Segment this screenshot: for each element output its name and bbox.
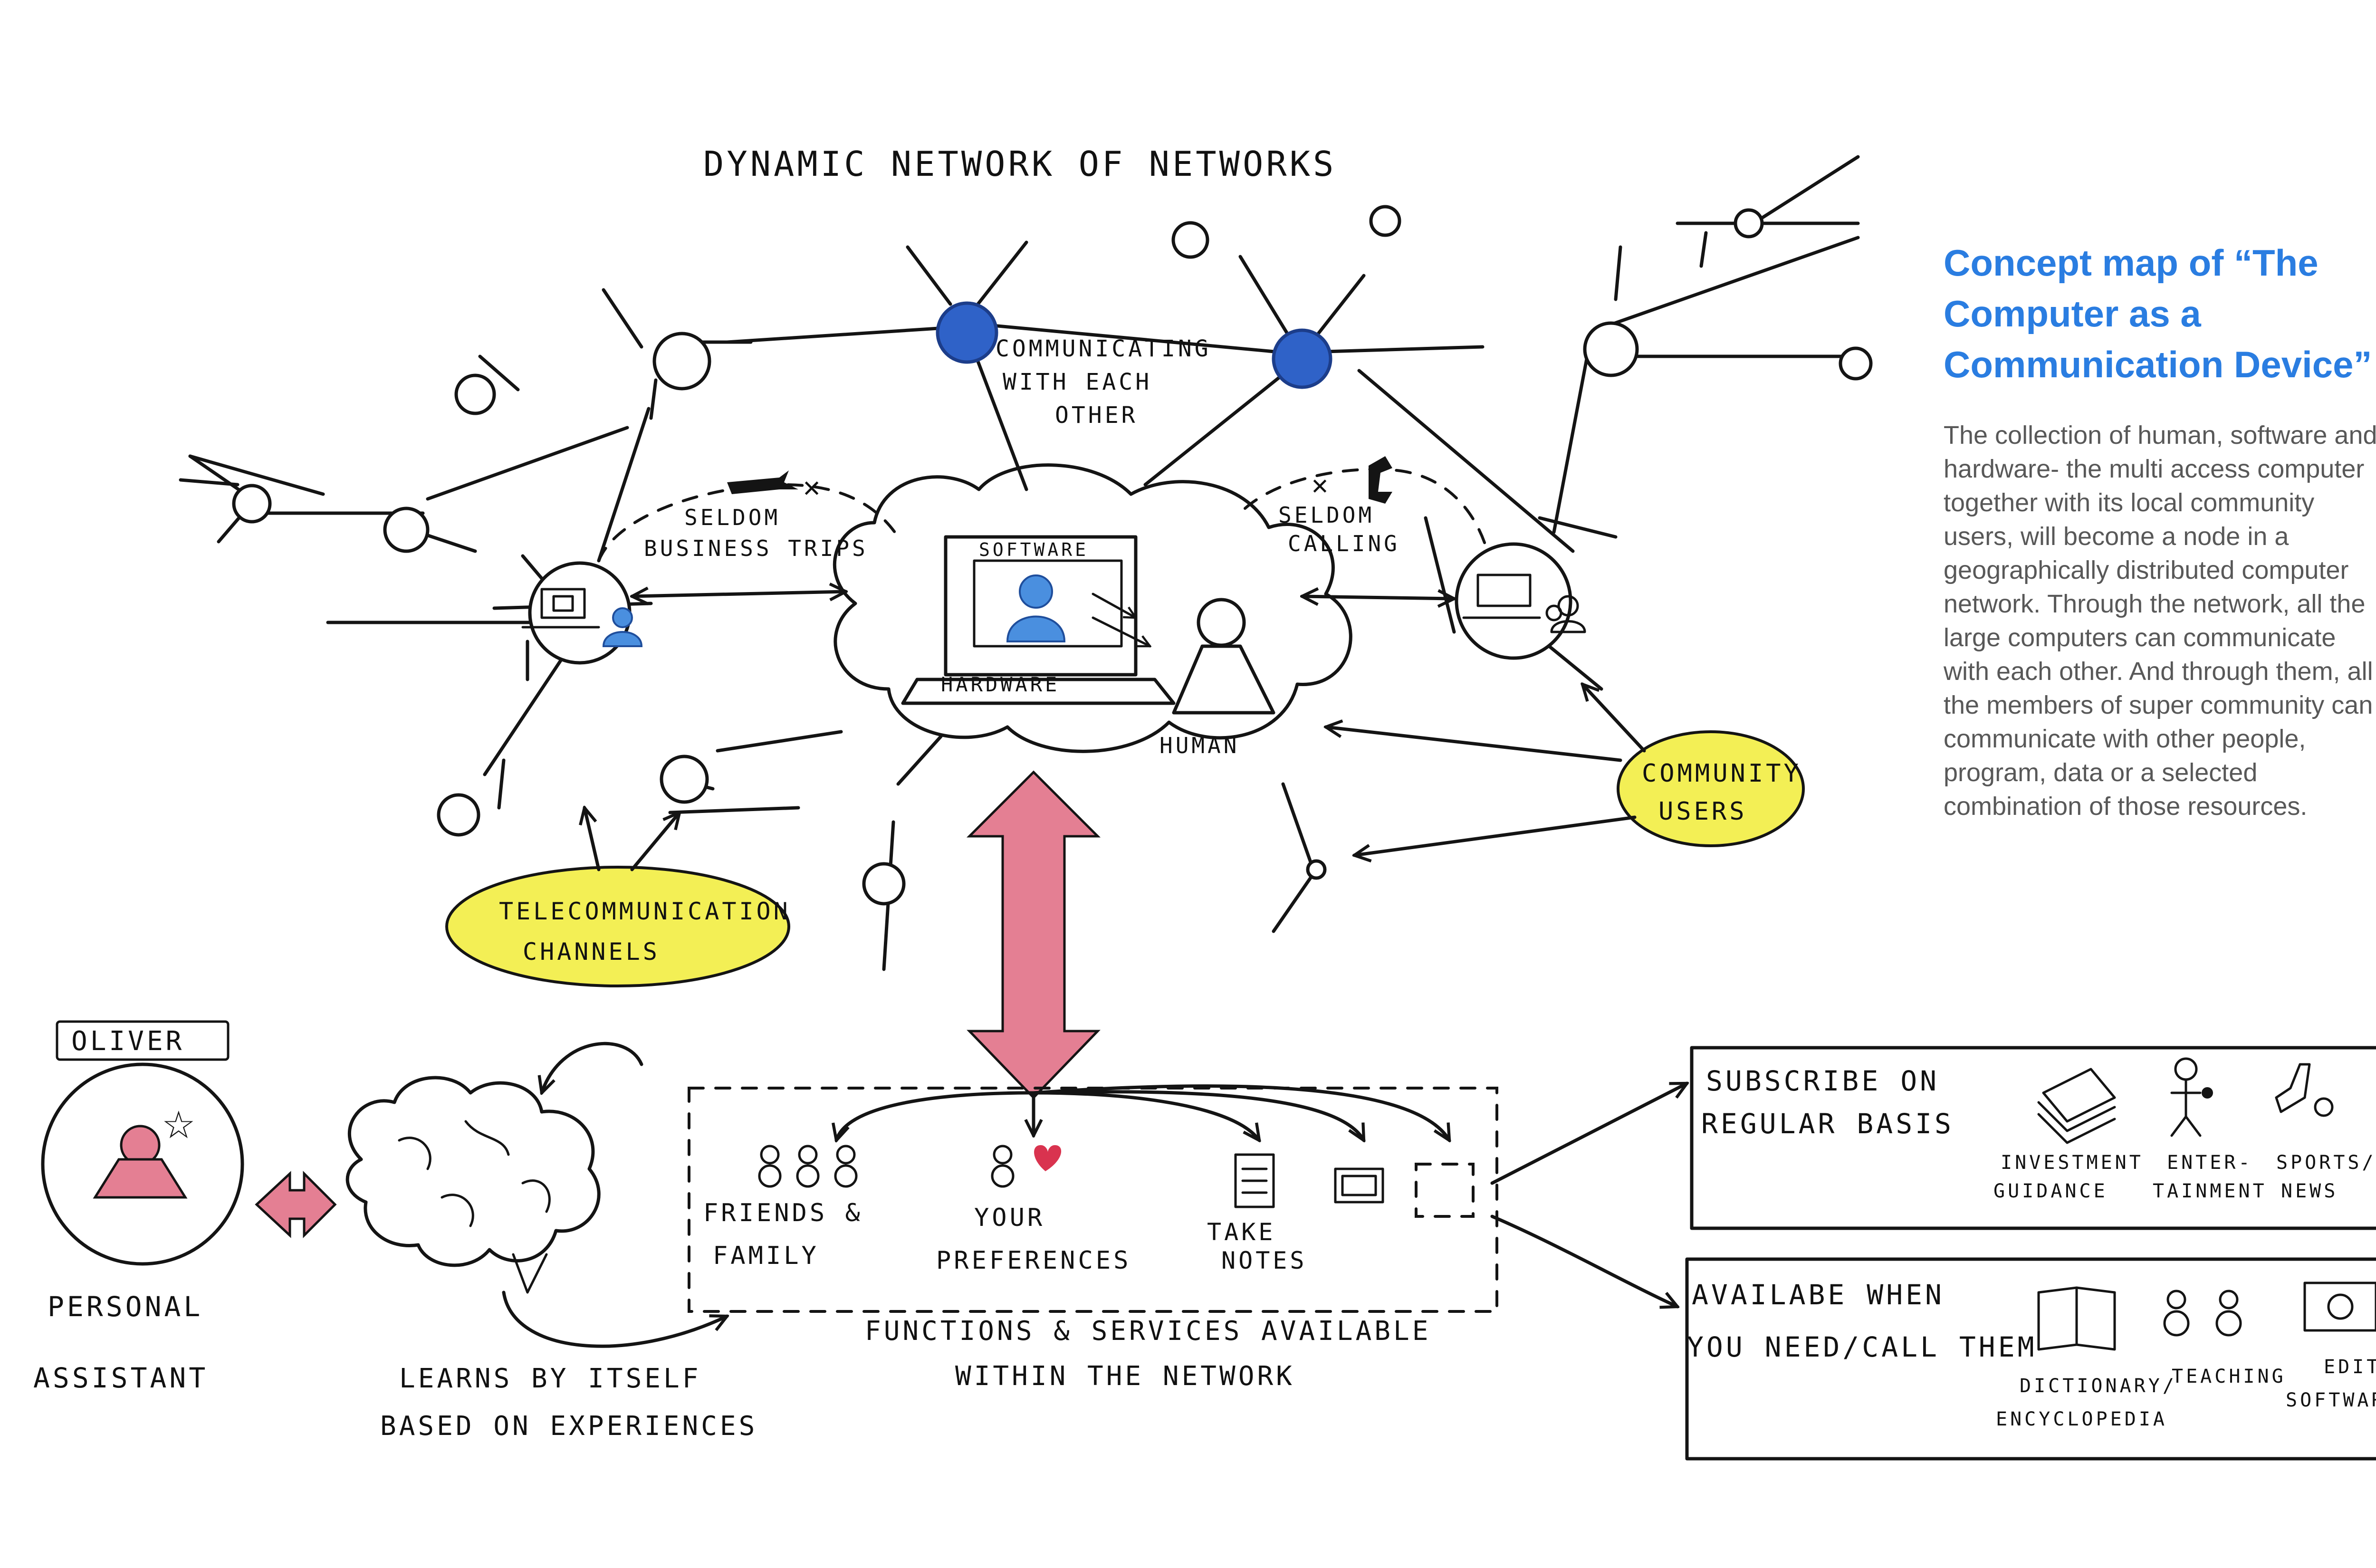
editing-label: EDITING SOFTWARES bbox=[2286, 1356, 2376, 1411]
friends-family-label: FRIENDS & FAMILY bbox=[703, 1199, 863, 1270]
learns-label: LEARNS BY ITSELF BASED ON EXPERIENCES bbox=[380, 1363, 757, 1442]
book-icon bbox=[2037, 1286, 2116, 1351]
human-label: HUMAN bbox=[1159, 733, 1239, 758]
svg-text:FRIENDS &: FRIENDS & bbox=[703, 1199, 863, 1227]
svg-text:TELECOMMUNICATION: TELECOMMUNICATION bbox=[499, 898, 791, 925]
svg-text:SUBSCRIBE ON: SUBSCRIBE ON bbox=[1706, 1065, 1939, 1097]
take-notes-label: TAKE NOTES bbox=[1207, 1218, 1307, 1274]
svg-text:✕: ✕ bbox=[803, 470, 823, 504]
svg-text:SPORTS/: SPORTS/ bbox=[2276, 1152, 2376, 1174]
svg-text:EDITING: EDITING bbox=[2324, 1356, 2376, 1378]
svg-text:SOFTWARES: SOFTWARES bbox=[2286, 1389, 2376, 1411]
svg-text:TAKE: TAKE bbox=[1207, 1218, 1275, 1246]
side-panel: Concept map of “The Computer as a Commun… bbox=[1944, 238, 2376, 823]
side-panel-body: The collection of human, software and ha… bbox=[1944, 421, 2376, 821]
pink-small-arrow bbox=[255, 1170, 337, 1239]
svg-text:AVAILABE WHEN: AVAILABE WHEN bbox=[1692, 1279, 1945, 1311]
microphone-icon bbox=[2170, 1057, 2213, 1137]
svg-text:INVESTMENT: INVESTMENT bbox=[2001, 1152, 2144, 1174]
computer-cloud bbox=[833, 463, 1352, 753]
empty-slot-box bbox=[1415, 1163, 1475, 1218]
svg-text:DICTIONARY/: DICTIONARY/ bbox=[2020, 1375, 2177, 1397]
entertainment-label: ENTER- TAINMENT bbox=[2153, 1152, 2267, 1202]
available-label: AVAILABE WHEN YOU NEED/CALL THEM bbox=[1687, 1279, 2037, 1363]
svg-text:BASED ON EXPERIENCES: BASED ON EXPERIENCES bbox=[380, 1411, 757, 1442]
side-panel-title: Concept map of “The Computer as a Commun… bbox=[1944, 242, 2372, 385]
svg-text:OTHER: OTHER bbox=[1055, 402, 1138, 429]
diagram-title: DYNAMIC NETWORK OF NETWORKS bbox=[703, 144, 1336, 184]
svg-text:LEARNS BY ITSELF: LEARNS BY ITSELF bbox=[399, 1363, 701, 1394]
investment-icon bbox=[2037, 1068, 2116, 1144]
left-computer-node bbox=[521, 561, 643, 665]
friends-icon bbox=[758, 1145, 858, 1188]
airplane-icon bbox=[727, 470, 798, 494]
svg-text:YOU NEED/CALL THEM: YOU NEED/CALL THEM bbox=[1687, 1331, 2037, 1363]
network-links bbox=[179, 155, 1860, 971]
teaching-label: TEACHING bbox=[2172, 1366, 2286, 1387]
brain-icon bbox=[345, 1076, 601, 1294]
pink-double-arrow bbox=[966, 770, 1101, 1100]
svg-text:NOTES: NOTES bbox=[1221, 1247, 1307, 1274]
money-icon bbox=[1334, 1167, 1384, 1204]
svg-text:BUSINESS TRIPS: BUSINESS TRIPS bbox=[644, 535, 868, 561]
svg-text:FAMILY: FAMILY bbox=[713, 1242, 819, 1270]
svg-text:COMMUNICATING: COMMUNICATING bbox=[996, 335, 1211, 362]
svg-text:COMMUNITY: COMMUNITY bbox=[1642, 759, 1801, 788]
person-icon bbox=[1172, 598, 1275, 715]
phone-icon bbox=[1369, 456, 1392, 504]
svg-text:USERS: USERS bbox=[1658, 797, 1747, 826]
community-users-bubble bbox=[1617, 730, 1805, 847]
right-computer-node bbox=[1455, 542, 1586, 660]
svg-text:YOUR: YOUR bbox=[974, 1204, 1045, 1232]
laptop-icon bbox=[901, 535, 1176, 705]
telecom-channels-bubble bbox=[445, 866, 790, 987]
boot-icon bbox=[2275, 1063, 2334, 1117]
assistant-person-icon bbox=[93, 1125, 188, 1199]
svg-text:TAINMENT: TAINMENT bbox=[2153, 1180, 2267, 1202]
dictionary-label: DICTIONARY/ ENCYCLOPEDIA bbox=[1996, 1375, 2177, 1430]
svg-text:ENCYCLOPEDIA: ENCYCLOPEDIA bbox=[1996, 1408, 2167, 1430]
svg-text:CALLING: CALLING bbox=[1288, 531, 1400, 556]
oliver-label: OLIVER bbox=[71, 1026, 184, 1057]
personal-assistant-label: PERSONAL ASSISTANT bbox=[33, 1291, 208, 1394]
hardware-label: HARDWARE bbox=[941, 673, 1060, 696]
svg-text:SELDOM: SELDOM bbox=[684, 505, 780, 530]
communicating-label: COMMUNICATING WITH EACH OTHER bbox=[996, 335, 1211, 429]
subscribe-box bbox=[1690, 1046, 2376, 1230]
telecom-channels-label: TELECOMMUNICATION CHANNELS bbox=[499, 898, 791, 966]
network-nodes bbox=[232, 205, 1873, 906]
svg-text:NEWS: NEWS bbox=[2281, 1180, 2338, 1202]
available-box bbox=[1685, 1257, 2376, 1461]
svg-text:PREFERENCES: PREFERENCES bbox=[936, 1246, 1131, 1275]
subscribe-label: SUBSCRIBE ON REGULAR BASIS bbox=[1701, 1065, 1954, 1140]
investment-label: INVESTMENT GUIDANCE bbox=[1993, 1152, 2144, 1202]
svg-text:REGULAR BASIS: REGULAR BASIS bbox=[1701, 1108, 1954, 1140]
svg-text:SELDOM: SELDOM bbox=[1278, 502, 1374, 528]
svg-text:✕: ✕ bbox=[1312, 468, 1331, 501]
assistant-circle bbox=[41, 1062, 244, 1266]
star-icon: ☆ bbox=[162, 1103, 196, 1147]
svg-text:GUIDANCE: GUIDANCE bbox=[1993, 1180, 2108, 1202]
preferences-label: YOUR PREFERENCES bbox=[936, 1204, 1131, 1275]
functions-label: FUNCTIONS & SERVICES AVAILABLE WITHIN TH… bbox=[865, 1316, 1431, 1392]
seldom-trips-label: SELDOM BUSINESS TRIPS bbox=[644, 505, 868, 561]
svg-text:ENTER-: ENTER- bbox=[2167, 1152, 2253, 1174]
seldom-calling-label: SELDOM CALLING bbox=[1278, 502, 1400, 556]
software-label: SOFTWARE bbox=[979, 539, 1089, 560]
editing-icon bbox=[2303, 1281, 2376, 1332]
svg-text:FUNCTIONS & SERVICES AVAILABLE: FUNCTIONS & SERVICES AVAILABLE bbox=[865, 1316, 1431, 1347]
teaching-icon bbox=[2163, 1290, 2242, 1337]
svg-text:WITH EACH: WITH EACH bbox=[1003, 369, 1152, 395]
heart-icon bbox=[991, 1145, 1062, 1188]
sports-news-label: SPORTS/ NEWS bbox=[2276, 1152, 2376, 1202]
community-users-label: COMMUNITY USERS bbox=[1642, 759, 1801, 826]
svg-text:WITHIN THE NETWORK: WITHIN THE NETWORK bbox=[955, 1361, 1295, 1392]
oliver-tag bbox=[56, 1020, 230, 1061]
svg-text:ASSISTANT: ASSISTANT bbox=[33, 1362, 208, 1394]
svg-text:CHANNELS: CHANNELS bbox=[523, 938, 660, 966]
notes-icon bbox=[1234, 1153, 1275, 1208]
svg-text:PERSONAL: PERSONAL bbox=[48, 1291, 203, 1323]
